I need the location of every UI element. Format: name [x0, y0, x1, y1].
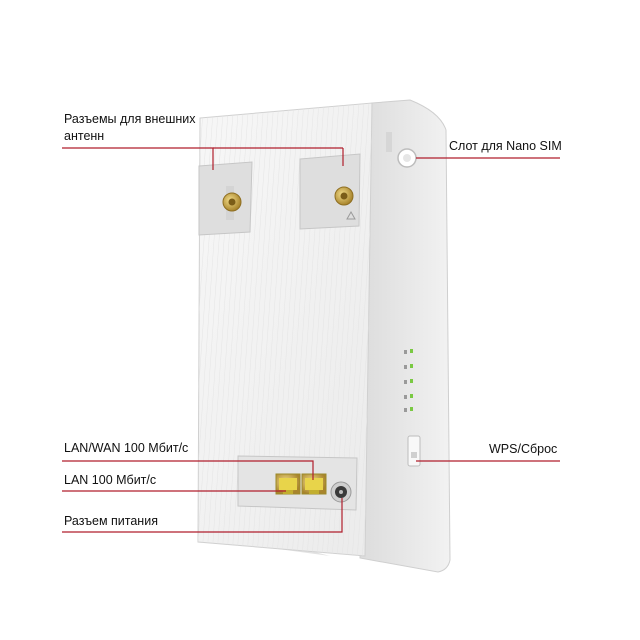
leader-lines: [62, 147, 560, 533]
router-side-panel: [359, 99, 451, 573]
antenna-connector-right: [299, 153, 361, 230]
antenna-connectors-label: Разъемы для внешних антенн: [64, 111, 196, 145]
port-panel: [237, 455, 358, 511]
lan-port: [301, 473, 327, 495]
nano-sim-label: Слот для Nano SIM: [449, 139, 562, 153]
wps-reset-button: [407, 435, 421, 467]
antenna-leader-line: [62, 147, 214, 170]
lan-wan-leader-line: [62, 460, 314, 480]
status-leds: [404, 349, 413, 412]
antenna-label-line1: Разъемы для внешних: [64, 112, 196, 126]
lan-wan-port: [275, 473, 301, 495]
wps-reset-label: WPS/Сброс: [489, 442, 558, 456]
antenna-label-line2: антенн: [64, 129, 105, 143]
power-label: Разъем питания: [64, 514, 158, 528]
lan-wan-label: LAN/WAN 100 Мбит/с: [64, 441, 189, 455]
antenna-connector-left: [198, 161, 253, 236]
power-leader-line: [62, 498, 343, 533]
lan-label: LAN 100 Мбит/с: [64, 473, 157, 487]
power-port: [330, 481, 352, 503]
